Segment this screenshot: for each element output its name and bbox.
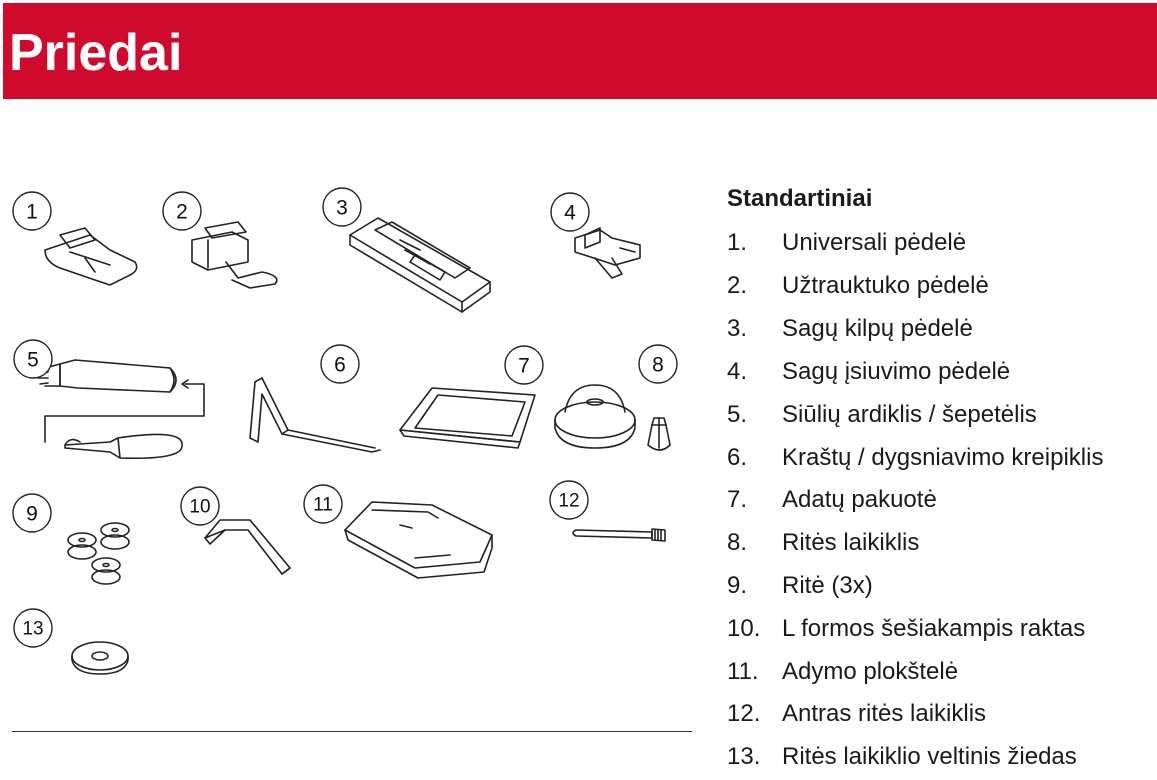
item-label: Ritė (3x) [782,572,873,599]
list-item: 13. Ritės laikiklio veltinis žiedas [727,742,1077,772]
list-item: 5. Siūlių ardiklis / šepetėlis [727,400,1037,430]
item-number: 3. [727,315,748,342]
page-title: Priedai [9,24,183,82]
item-label: Ritės laikiklis [782,529,920,556]
list-item: 8. Ritės laikiklis [727,528,919,558]
spool-holder-icon [554,384,671,451]
item-label: Adymo plokštelė [782,658,959,685]
accessories-heading: Standartiniai [727,185,873,212]
hex-key-icon [204,519,291,575]
item-number: 12. [727,700,761,727]
list-item: 2. Užtrauktuko pėdelė [727,271,989,301]
callout-11: 11 [313,495,333,516]
list-item: 10. L formos šešiakampis raktas [727,614,1085,644]
callout-7: 7 [518,355,530,378]
item-number: 2. [727,272,748,299]
zipper-foot-icon [191,221,278,289]
callout-5: 5 [27,349,39,372]
item-number: 9. [727,572,748,599]
callout-12: 12 [558,491,579,512]
callout-8: 8 [652,354,664,377]
item-number: 5. [727,401,748,428]
button-foot-icon [574,227,641,279]
callout-3: 3 [336,197,348,220]
header-banner: Priedai [3,3,1157,99]
item-label: Užtrauktuko pėdelė [782,272,989,299]
list-item: 11. Adymo plokštelė [727,657,958,687]
bobbins-icon [67,522,130,585]
list-item: 7. Adatų pakuotė [727,485,937,515]
list-item: 9. Ritė (3x) [727,571,873,601]
item-label: Kraštų / dygsniavimo kreipiklis [782,444,1104,471]
list-item: 3. Sagų kilpų pėdelė [727,314,973,344]
list-item: 12. Antras ritės laikiklis [727,699,986,729]
item-number: 4. [727,358,748,385]
list-item: 1. Universali pėdelė [727,228,966,258]
callout-2: 2 [176,201,188,224]
item-number: 8. [727,529,748,556]
item-label: Ritės laikiklio veltinis žiedas [782,743,1077,770]
item-label: Antras ritės laikiklis [782,700,987,727]
item-number: 10. [727,615,761,642]
item-number: 11. [727,658,759,685]
callout-6: 6 [334,354,346,377]
item-number: 13. [727,743,761,770]
item-number: 1. [727,229,748,256]
seam-ripper-icon [37,359,205,460]
item-number: 7. [727,486,748,513]
item-label: L formos šešiakampis raktas [782,615,1086,642]
accessories-illustration: 1 2 3 4 5 6 7 8 9 10 11 12 13 [12,187,678,675]
basting-plate-icon [344,501,493,579]
item-label: Siūlių ardiklis / šepetėlis [782,401,1037,428]
item-label: Universali pėdelė [782,229,967,256]
callout-13: 13 [22,619,43,640]
edge-guide-icon [249,377,381,453]
felt-ring-icon [71,641,129,675]
item-number: 6. [727,444,748,471]
callout-10: 10 [189,497,210,518]
list-item: 6. Kraštų / dygsniavimo kreipiklis [727,443,1103,473]
needle-pack-icon [399,387,536,449]
universal-foot-icon [44,227,138,286]
item-label: Sagų kilpų pėdelė [782,315,973,342]
item-label: Adatų pakuotė [782,486,937,513]
item-label: Sagų įsiuvimo pėdelė [782,358,1011,385]
buttonhole-foot-icon [349,217,491,313]
list-item: 4. Sagų įsiuvimo pėdelė [727,357,1010,387]
callout-9: 9 [26,503,38,526]
divider-line [12,731,692,732]
spool-pin-icon [572,528,666,542]
callout-4: 4 [564,202,576,225]
callout-1: 1 [26,201,38,224]
